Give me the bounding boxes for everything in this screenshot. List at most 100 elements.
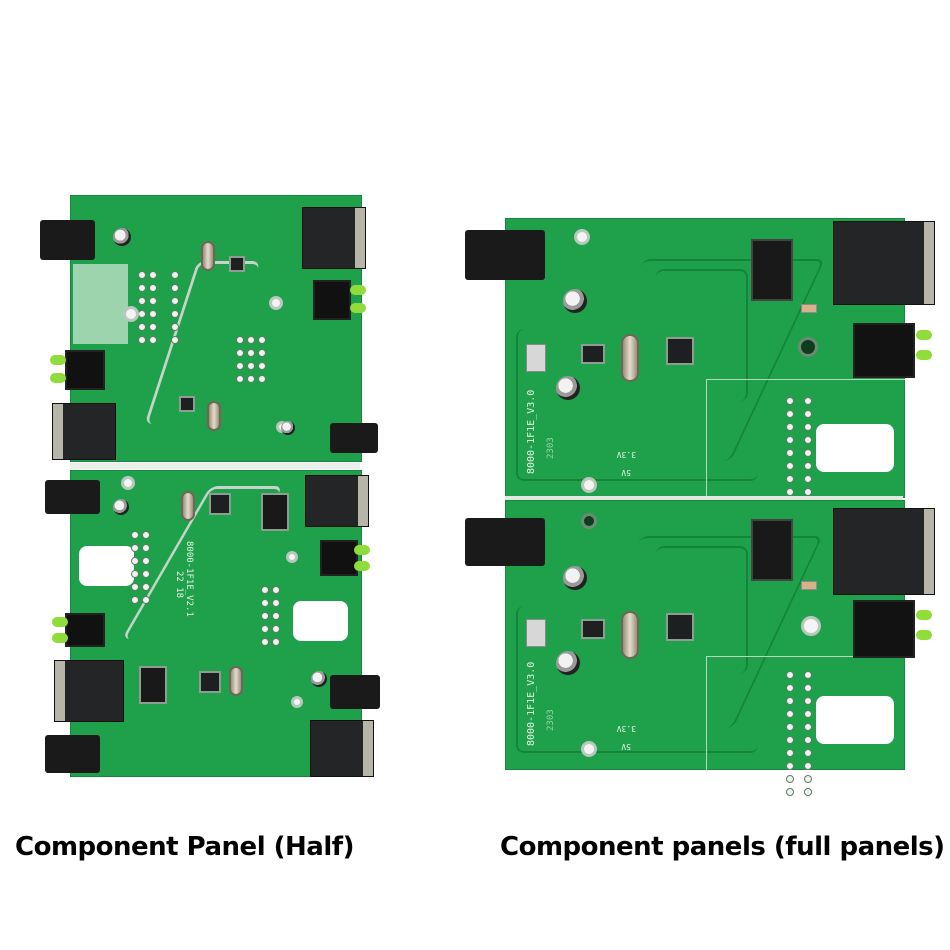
header-pad-row: [261, 586, 280, 646]
board-silkscreen-label: 8000-1F1E_V3.0: [526, 661, 537, 746]
dc-power-jack: [330, 675, 380, 709]
electrolytic-capacitor: [563, 566, 587, 590]
rj45-port: [54, 660, 124, 722]
mounting-hole: [574, 229, 590, 245]
crystal-oscillator: [201, 241, 215, 271]
inductor: [526, 619, 546, 647]
dc-power-jack: [45, 735, 100, 773]
crystal-oscillator: [207, 401, 221, 431]
board-date-code: 2303: [546, 709, 556, 731]
isolation-transformer: [139, 666, 167, 704]
led-indicator: [916, 350, 932, 360]
header-pad-row: [171, 271, 179, 344]
dc-power-jack: [465, 518, 545, 566]
ic-chip: [209, 493, 231, 515]
mounting-hole: [581, 741, 597, 757]
ic-chip: [229, 256, 245, 272]
rj45-port: [305, 475, 369, 527]
board-date-code: 2303: [546, 437, 556, 459]
board-trace: [656, 546, 748, 673]
smd-component: [801, 581, 817, 590]
dc-power-jack: [40, 220, 95, 260]
board-trace: [706, 656, 905, 770]
caption-half-panel: Component Panel (Half): [15, 832, 354, 862]
board-trace: [706, 379, 905, 498]
header-pad-column: [786, 397, 812, 522]
fiber-transceiver: [65, 350, 105, 390]
rj45-port: [833, 508, 935, 595]
rj45-port: [52, 403, 116, 460]
mounting-hole: [121, 476, 135, 490]
led-indicator: [52, 633, 68, 643]
mounting-hole: [798, 337, 818, 357]
isolation-transformer: [751, 519, 793, 581]
header-pad-row: [236, 336, 266, 383]
electrolytic-capacitor: [556, 376, 580, 400]
fiber-transceiver: [853, 323, 915, 378]
header-pad-row: [138, 271, 157, 344]
board-silkscreen-label: 8000-1F1E_V3.0: [526, 389, 537, 474]
crystal-oscillator: [621, 611, 639, 659]
solder-mask-shiny-area: [73, 264, 128, 344]
mounting-hole: [269, 296, 283, 310]
electrolytic-capacitor: [556, 651, 580, 675]
dc-power-jack: [45, 480, 100, 514]
board-cutout: [816, 424, 894, 472]
isolation-transformer: [261, 493, 289, 531]
electrolytic-capacitor: [113, 228, 131, 246]
rj45-port: [310, 720, 374, 777]
board-trace: [516, 329, 758, 481]
electrolytic-capacitor: [311, 671, 327, 687]
pcb-board-lower: 8000-1F1E_V3.0 2303 3.3V 5V: [505, 500, 905, 796]
voltage-label-5v: 5V: [621, 468, 631, 477]
dc-power-jack: [330, 423, 378, 453]
fiber-transceiver: [313, 280, 351, 320]
isolation-transformer: [751, 239, 793, 301]
voltage-label-3v3: 3.3V: [616, 450, 636, 459]
board-cutout: [293, 601, 348, 641]
led-indicator: [50, 373, 66, 383]
mounting-hole: [581, 477, 597, 493]
crystal-oscillator: [229, 666, 243, 696]
crystal-oscillator: [621, 334, 639, 382]
fiber-transceiver: [853, 600, 915, 658]
board-cutout: [816, 696, 894, 744]
board-date-code: 22 18: [174, 571, 184, 599]
mounting-hole: [286, 551, 298, 563]
panel-break-line: [505, 496, 903, 500]
ic-chip: [179, 396, 195, 412]
led-indicator: [354, 545, 370, 555]
led-indicator: [50, 355, 66, 365]
mounting-hole: [291, 696, 303, 708]
electrolytic-capacitor: [563, 289, 587, 313]
led-indicator: [916, 610, 932, 620]
led-indicator: [350, 303, 366, 313]
mounting-hole: [123, 306, 139, 322]
panel-break-line: [70, 463, 360, 469]
ethernet-controller-ic: [666, 337, 694, 365]
smd-component: [801, 304, 817, 313]
ic-chip: [199, 671, 221, 693]
board-trace: [516, 606, 758, 753]
board-silkscreen-label: 8000-1F1E_V2.1: [184, 541, 194, 617]
electrolytic-capacitor: [281, 421, 295, 435]
voltage-regulator: [581, 344, 605, 364]
voltage-label-5v: 5V: [621, 742, 631, 751]
led-indicator: [354, 561, 370, 571]
crystal-oscillator: [181, 491, 195, 521]
caption-full-panels: Component panels (full panels): [500, 832, 945, 862]
mounting-hole: [581, 513, 597, 529]
half-panel-photo: 8000-1F1E_V2.1 22 18: [40, 195, 380, 777]
inductor: [526, 344, 546, 372]
led-indicator: [916, 330, 932, 340]
dc-power-jack: [465, 230, 545, 280]
header-pad-column: [786, 671, 812, 796]
header-pad-row: [131, 531, 150, 604]
voltage-label-3v3: 3.3V: [616, 724, 636, 733]
full-panel-photo: 8000-1F1E_V3.0 2303 3.3V 5V 8000-1F1E_V3…: [460, 218, 940, 796]
fiber-transceiver: [65, 613, 105, 647]
led-indicator: [350, 285, 366, 295]
led-indicator: [52, 617, 68, 627]
led-indicator: [916, 630, 932, 640]
rj45-port: [833, 221, 935, 305]
